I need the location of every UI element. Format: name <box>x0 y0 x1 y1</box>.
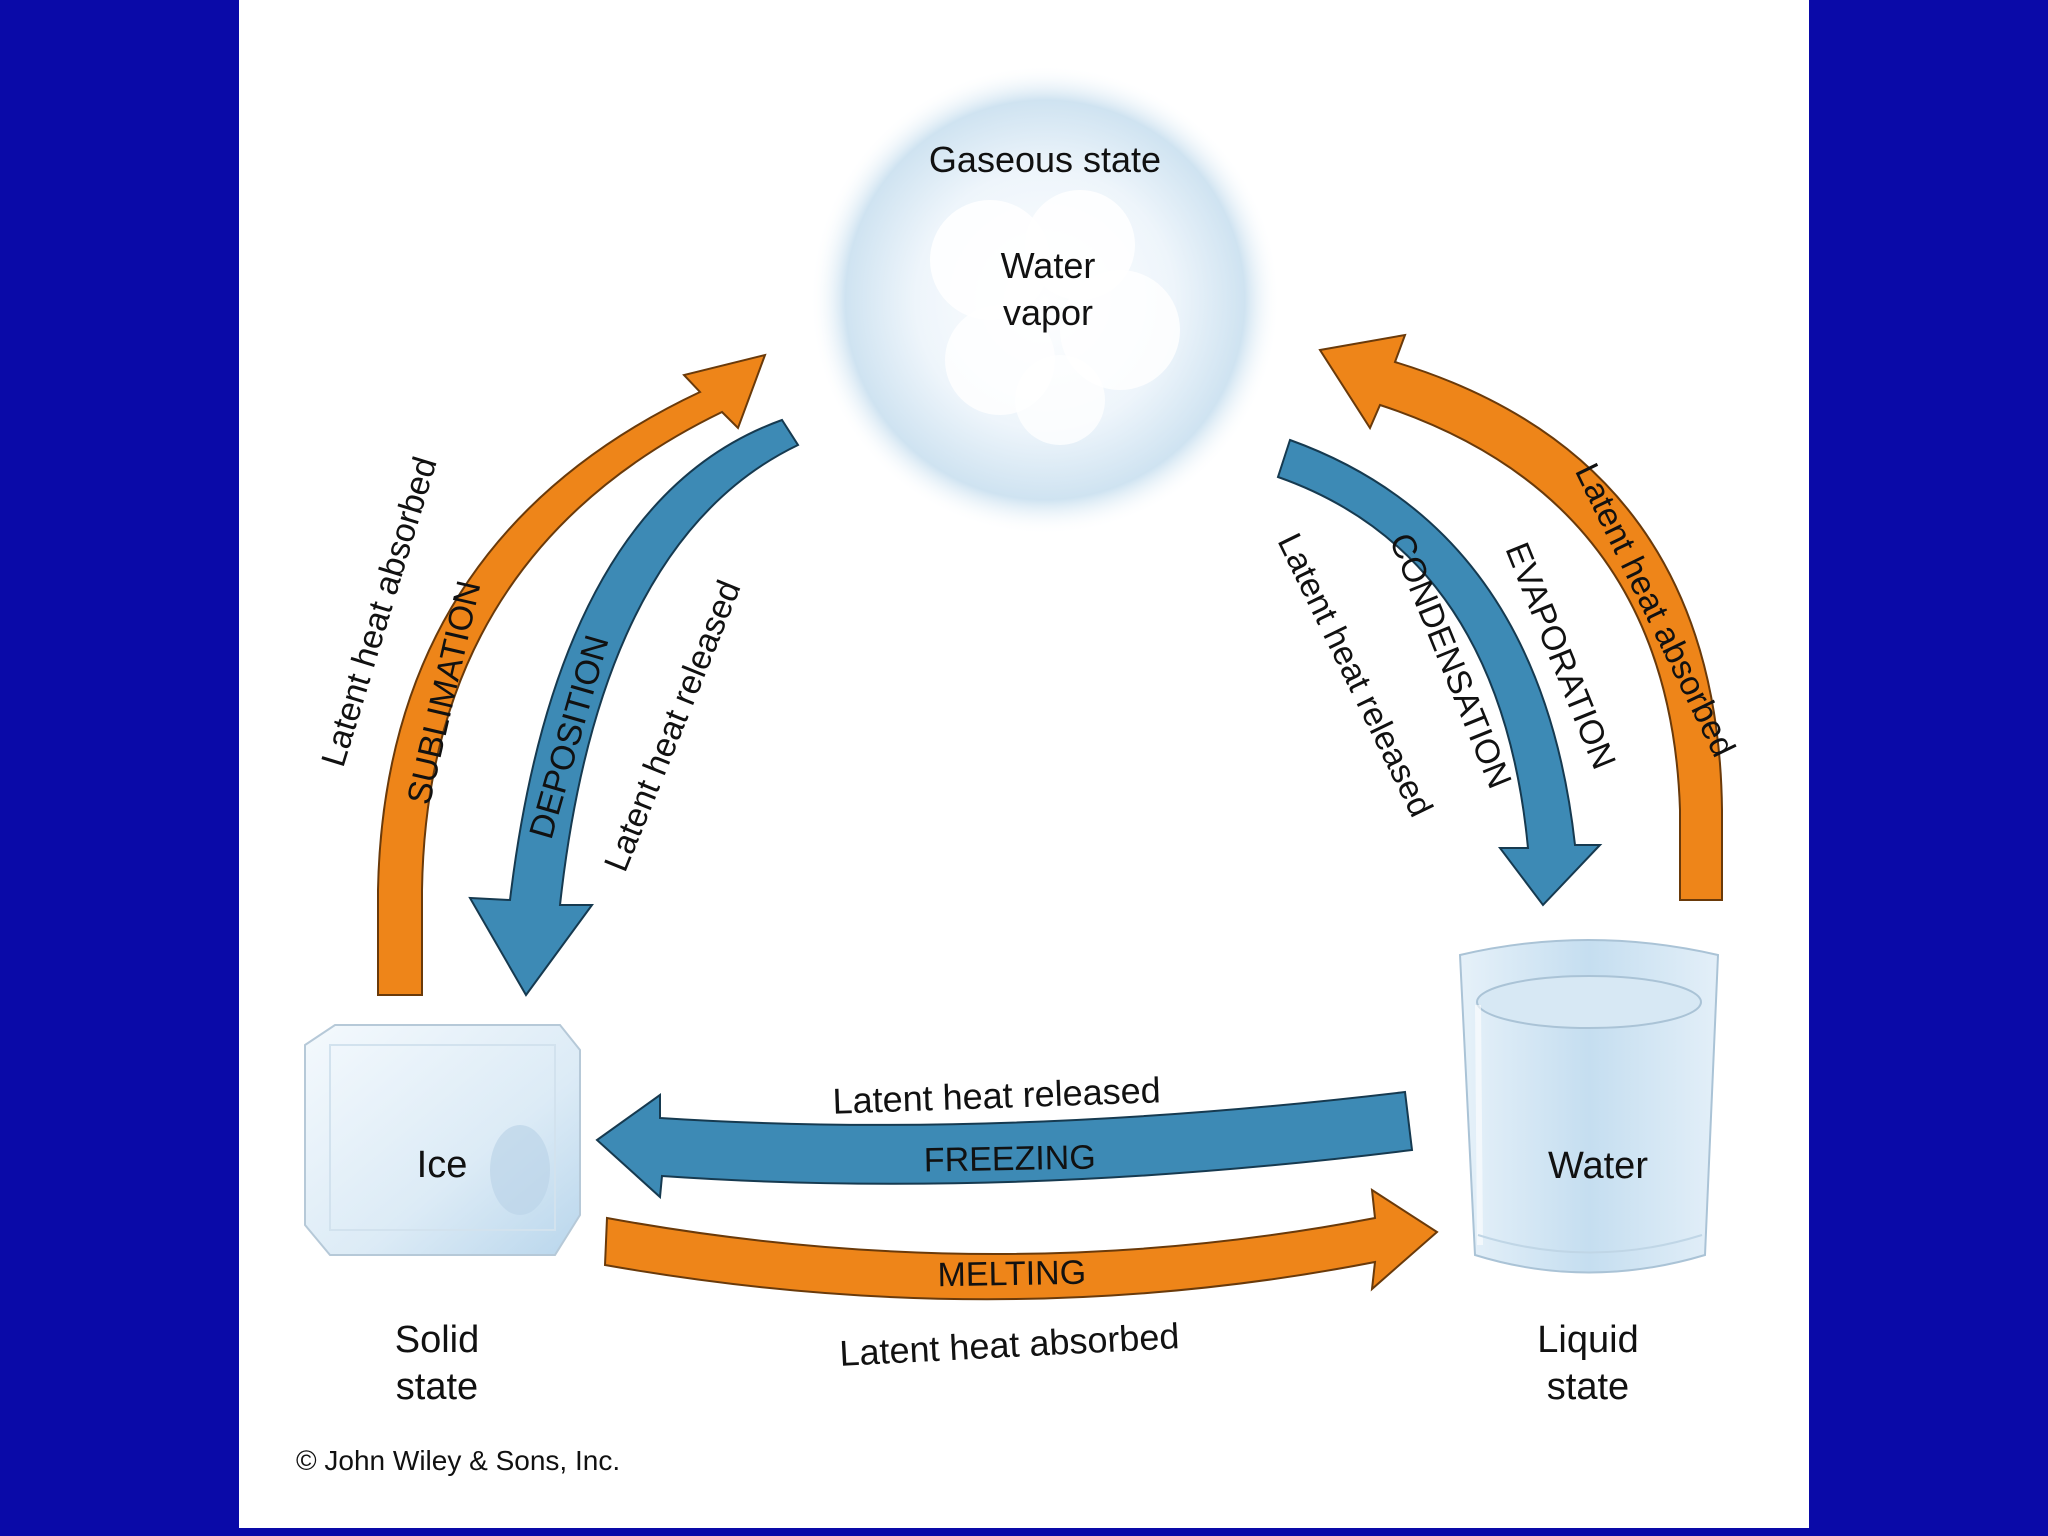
gas-name-line1: Water <box>1001 245 1096 286</box>
solid-title-line1: Solid <box>395 1319 480 1361</box>
freezing-heat-label: Latent heat released <box>832 1069 1161 1121</box>
solid-name: Ice <box>417 1144 468 1186</box>
gas-state-title: Gaseous state <box>929 139 1161 180</box>
water-glass <box>1458 939 1720 1274</box>
liquid-title-line2: state <box>1547 1366 1629 1408</box>
condensation-arrow <box>1276 438 1603 907</box>
liquid-name: Water <box>1548 1145 1648 1187</box>
water-vapor-cloud <box>810 65 1280 535</box>
melting-label: MELTING <box>937 1254 1086 1295</box>
solid-title-line2: state <box>396 1366 478 1408</box>
melting-heat-label: Latent heat absorbed <box>838 1315 1180 1374</box>
deposition-arrow <box>468 418 800 997</box>
evaporation-arrow <box>1318 333 1723 901</box>
ice-cube <box>304 1024 581 1256</box>
copyright-text: © John Wiley & Sons, Inc. <box>296 1445 620 1476</box>
sublimation-arrow <box>377 353 767 996</box>
freezing-arrow <box>595 1090 1414 1200</box>
gas-name-line2: vapor <box>1003 292 1093 333</box>
liquid-title-line1: Liquid <box>1537 1319 1638 1361</box>
melting-arrow <box>603 1188 1439 1301</box>
freezing-label: FREEZING <box>924 1139 1097 1180</box>
